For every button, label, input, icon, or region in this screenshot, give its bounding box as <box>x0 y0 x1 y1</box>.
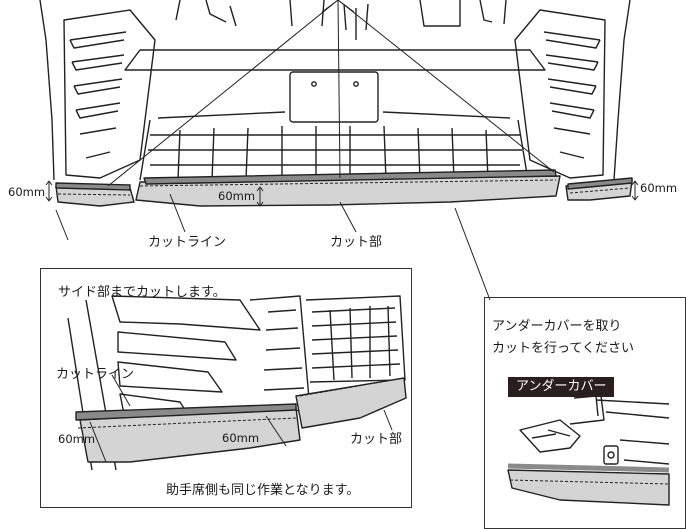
cut-line-label: カットライン <box>148 235 227 250</box>
inset-right-drawing <box>519 387 670 465</box>
diagram-drawing <box>39 0 670 506</box>
inset-dim-left-label: 60mm <box>58 432 96 446</box>
inset-right-cut-part <box>507 469 670 506</box>
inset-cut-line <box>75 403 297 421</box>
inset-footer-note: 助手席側も同じ作業となります。 <box>166 483 360 498</box>
cut-part-center <box>135 175 561 207</box>
cut-line-left <box>55 182 131 191</box>
inset-dim-right-label: 60mm <box>222 431 260 445</box>
cut-line-right <box>567 177 633 190</box>
bumper-outline <box>39 0 631 181</box>
inset-right-line2: カットを行ってください <box>492 341 634 356</box>
cut-part-label: カット部 <box>330 235 383 250</box>
inset-cut-part-label: カット部 <box>350 432 403 447</box>
diagram-canvas: 60mm 60mm 60mm カットライン カット部 サイド部までカットします。… <box>8 0 686 529</box>
inset-cut-line-label: カットライン <box>56 367 135 382</box>
cut-line-center <box>143 169 557 185</box>
dim-left-label: 60mm <box>8 185 46 199</box>
dim-center-label: 60mm <box>218 189 256 203</box>
dim-right-label: 60mm <box>640 181 678 195</box>
inset-left-frame <box>40 268 412 508</box>
under-cover-tag: アンダーカバー <box>508 377 615 398</box>
inset-left-title: サイド部までカットします。 <box>58 285 226 300</box>
inset-left-drawing <box>67 295 406 471</box>
inset-right-line1: アンダーカバーを取り <box>492 319 622 334</box>
